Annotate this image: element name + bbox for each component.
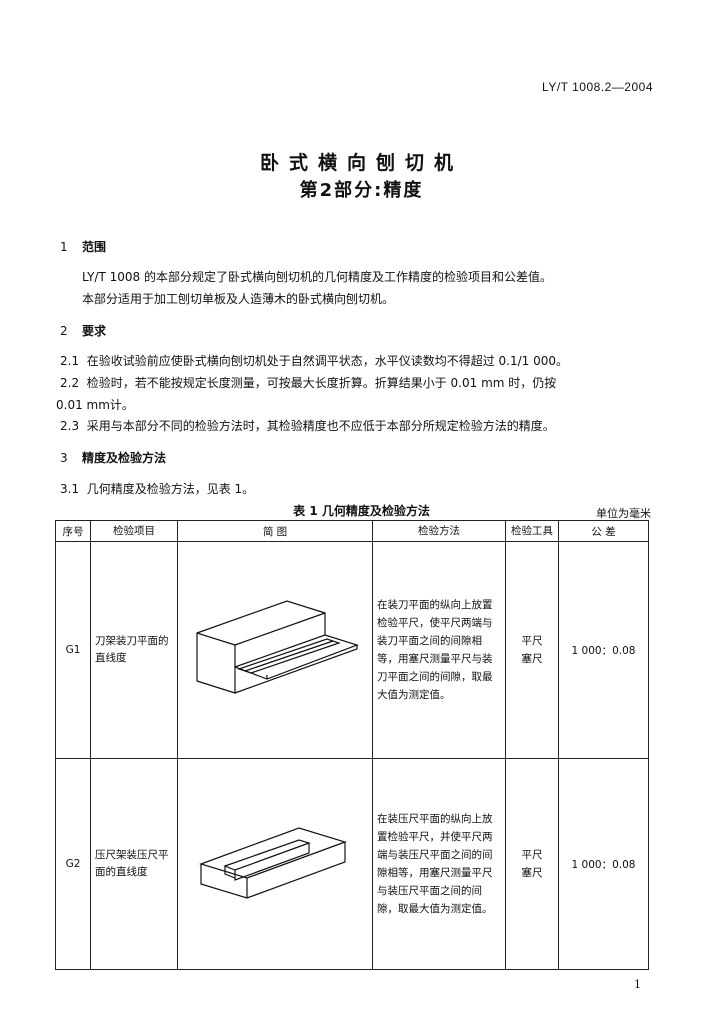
section-number: 3 (60, 451, 68, 465)
clause-number: 2.3 (60, 419, 80, 433)
header-item: 检验项目 (90, 520, 178, 542)
tool-straightedge: 平尺 (521, 849, 543, 861)
knife-seat-diagram (196, 600, 359, 694)
row-figure (177, 541, 373, 759)
row-item: 压尺架装压尺平面的直线度 (90, 758, 178, 970)
row-tolerance: 1 000：0.08 (558, 758, 649, 970)
requirement-2-2: 2.2 检验时，若不能按规定长度测量，可按最大长度折算。折算结果小于 0.01 … (60, 374, 556, 392)
section-2-heading: 2 要求 (60, 322, 106, 339)
clause-text: 几何精度及检验方法，见表 1。 (86, 482, 255, 496)
table-row: G1 刀架装刀平面的直线度 在装刀平面的纵向上放置检验平尺，使平尺两端与装刀平面… (55, 541, 649, 759)
row-tolerance: 1 000：0.08 (558, 541, 649, 759)
section-title: 要求 (82, 324, 107, 338)
header-no: 序号 (55, 520, 91, 542)
header-tolerance: 公 差 (558, 520, 649, 542)
section-number: 1 (60, 240, 68, 254)
header-method: 检验方法 (372, 520, 506, 542)
scope-paragraph-1: LY/T 1008 的本部分规定了卧式横向刨切机的几何精度及工作精度的检验项目和… (82, 270, 552, 284)
section-1-heading: 1 范围 (60, 238, 106, 255)
row-no: G1 (55, 541, 91, 759)
row-no: G2 (55, 758, 91, 970)
clause-number: 2.1 (60, 354, 80, 368)
clause-3-1: 3.1 几何精度及检验方法，见表 1。 (60, 480, 254, 498)
table-header-row: 序号 检验项目 简 图 检验方法 检验工具 公 差 (55, 520, 649, 542)
tool-straightedge: 平尺 (521, 635, 543, 647)
page-number: 1 (634, 978, 641, 991)
header-figure: 简 图 (177, 520, 373, 542)
row-tool: 平尺塞尺 (505, 758, 559, 970)
requirement-2-1: 2.1 在验收试验前应使卧式横向刨切机处于自然调平状态，水平仪读数均不得超过 0… (60, 352, 568, 370)
clause-text: 检验时，若不能按规定长度测量，可按最大长度折算。折算结果小于 0.01 mm 时… (86, 376, 557, 390)
row-item: 刀架装刀平面的直线度 (90, 541, 178, 759)
clause-number: 3.1 (60, 482, 80, 496)
clause-text: 在验收试验前应使卧式横向刨切机处于自然调平状态，水平仪读数均不得超过 0.1/1… (86, 354, 569, 368)
section-number: 2 (60, 324, 68, 338)
section-3-heading: 3 精度及检验方法 (60, 449, 166, 466)
clause-text: 采用与本部分不同的检验方法时，其检验精度也不应低于本部分所规定检验方法的精度。 (86, 419, 555, 433)
header-tool: 检验工具 (505, 520, 559, 542)
clause-number: 2.2 (60, 376, 80, 390)
tool-feeler-gauge: 塞尺 (521, 867, 543, 879)
document-subtitle: 第2部分:精度 (299, 180, 424, 201)
geometric-accuracy-table: 序号 检验项目 简 图 检验方法 检验工具 公 差 G1 刀架装刀平面的直线度 (55, 520, 649, 970)
row-figure (177, 758, 373, 970)
section-title: 范围 (82, 240, 107, 254)
scope-paragraph-2: 本部分适用于加工刨切单板及人造薄木的卧式横向刨切机。 (82, 292, 395, 306)
row-method: 在装刀平面的纵向上放置检验平尺，使平尺两端与装刀平面之间的间隙相等，用塞尺测量平… (372, 541, 506, 759)
table-unit: 单位为毫米 (596, 507, 651, 520)
row-tool: 平尺塞尺 (505, 541, 559, 759)
document-title: 卧式横向刨切机 (259, 152, 463, 174)
table-caption: 表 1 几何精度及检验方法 (293, 504, 430, 518)
requirement-2-3: 2.3 采用与本部分不同的检验方法时，其检验精度也不应低于本部分所规定检验方法的… (60, 417, 555, 435)
standard-number: LY/T 1008.2—2004 (542, 80, 653, 94)
section-title: 精度及检验方法 (82, 451, 167, 465)
row-method: 在装压尺平面的纵向上放置检验平尺，并使平尺两端与装压尺平面之间的间隙相等，用塞尺… (372, 758, 506, 970)
tool-feeler-gauge: 塞尺 (521, 653, 543, 665)
table-row: G2 压尺架装压尺平面的直线度 在装压尺平面的纵向上放置检验平尺，并使平尺两端与… (55, 758, 649, 970)
pressure-bar-seat-diagram (199, 827, 347, 899)
requirement-2-2-continued: 0.01 mm计。 (56, 398, 134, 412)
